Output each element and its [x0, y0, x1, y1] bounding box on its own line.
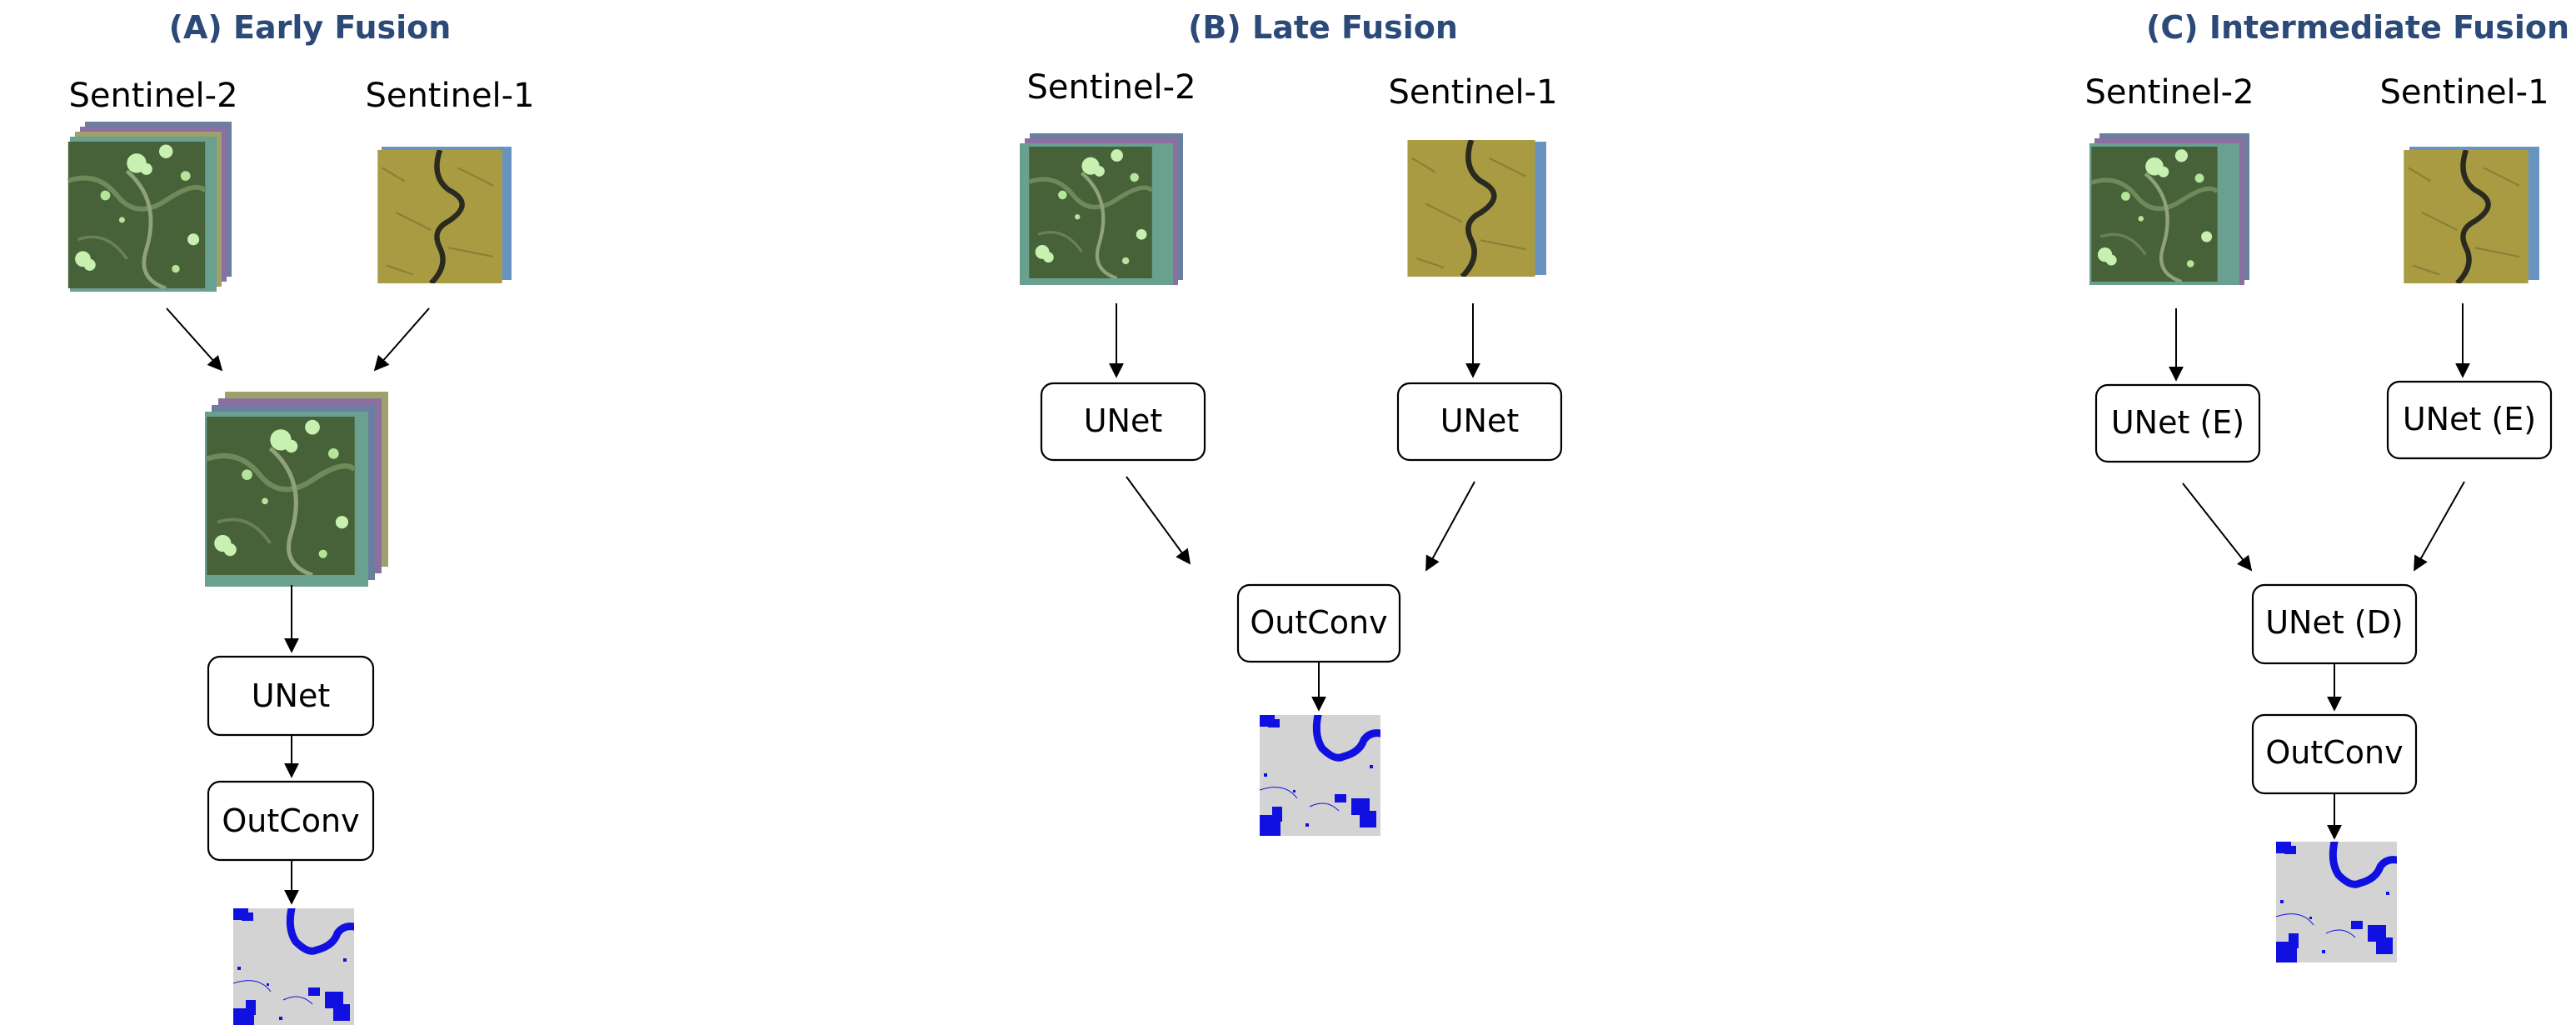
- sentinel2-stack-icon: [68, 122, 232, 292]
- panel-title: (C) Intermediate Fusion: [2146, 9, 2569, 46]
- outconv-label: OutConv: [222, 802, 359, 839]
- sentinel1-stack-icon: [1407, 140, 1546, 277]
- water-mask-icon: [1260, 715, 1380, 836]
- unet-label: UNet: [1084, 402, 1163, 439]
- unet-label: UNet: [1440, 402, 1520, 439]
- source-label-sentinel1: Sentinel-1: [365, 77, 534, 115]
- source-label-sentinel1: Sentinel-1: [2379, 73, 2549, 112]
- unet-encoder-label: UNet (E): [2403, 401, 2536, 438]
- unet-box: [1396, 382, 1563, 462]
- panel-intermediate-fusion: (C) Intermediate Fusion Sentinel-2 Senti…: [2084, 9, 2569, 962]
- unet-box: [1040, 382, 1206, 462]
- panel-early-fusion: (A) Early Fusion Sentinel-2 Sentinel-1: [68, 9, 535, 1025]
- source-label-sentinel2: Sentinel-2: [68, 77, 237, 115]
- fused-stack-icon: [205, 392, 388, 587]
- unet-encoder-box: [2094, 383, 2261, 463]
- outconv-label: OutConv: [1250, 604, 1387, 641]
- panel-title: (B) Late Fusion: [1188, 9, 1458, 46]
- unet-encoder-box: [2386, 380, 2553, 460]
- sentinel1-stack-icon: [2404, 147, 2539, 283]
- source-label-sentinel1: Sentinel-1: [1388, 73, 1557, 112]
- outconv-label: OutConv: [2265, 734, 2403, 771]
- sentinel2-stack-icon: [2089, 133, 2249, 285]
- water-mask-icon: [2276, 842, 2397, 962]
- panel-title: (A) Early Fusion: [169, 9, 452, 46]
- sentinel1-stack-icon: [377, 147, 512, 283]
- water-mask-icon: [233, 908, 354, 1025]
- unet-label: UNet: [252, 678, 331, 714]
- unet-encoder-label: UNet (E): [2111, 404, 2244, 441]
- panel-late-fusion: (B) Late Fusion Sentinel-2 Sentinel-1 UN…: [1020, 9, 1563, 836]
- source-label-sentinel2: Sentinel-2: [2084, 73, 2254, 112]
- unet-decoder-label: UNet (D): [2265, 604, 2404, 641]
- source-label-sentinel2: Sentinel-2: [1026, 68, 1196, 107]
- sentinel2-stack-icon: [1020, 133, 1183, 285]
